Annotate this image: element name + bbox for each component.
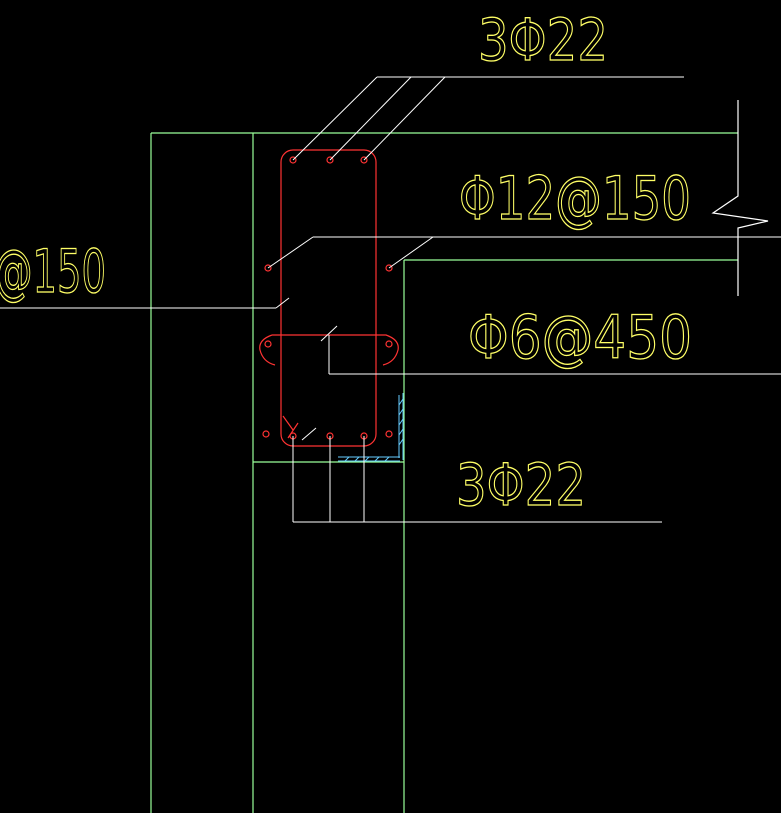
top-bar-3	[360, 156, 368, 164]
top-bar-1	[289, 156, 297, 164]
break-line-symbol	[711, 100, 769, 296]
label-top-bars: 3Φ22	[478, 6, 608, 74]
top-bar-2	[326, 156, 334, 164]
bottom-side-bar-right	[385, 430, 393, 438]
tie-bar	[259, 334, 399, 366]
label-left-rebar: @150	[0, 237, 106, 307]
label-tie-bar: Φ6@450	[468, 303, 692, 373]
leader-lines	[0, 76, 781, 523]
main-stirrup	[280, 149, 377, 447]
tie-bar-right	[385, 340, 393, 348]
side-bar-right	[385, 264, 393, 272]
rebar-cage	[259, 149, 399, 447]
concrete-outline	[150, 132, 738, 813]
bottom-side-bar-left	[262, 430, 270, 438]
label-slab-rebar: Φ12@150	[459, 164, 691, 234]
side-bar-left	[264, 264, 272, 272]
label-bottom-bars: 3Φ22	[456, 451, 586, 519]
tie-bar-left	[264, 340, 272, 348]
waterproof-hatch	[338, 393, 404, 462]
stirrup-hook	[282, 415, 294, 431]
